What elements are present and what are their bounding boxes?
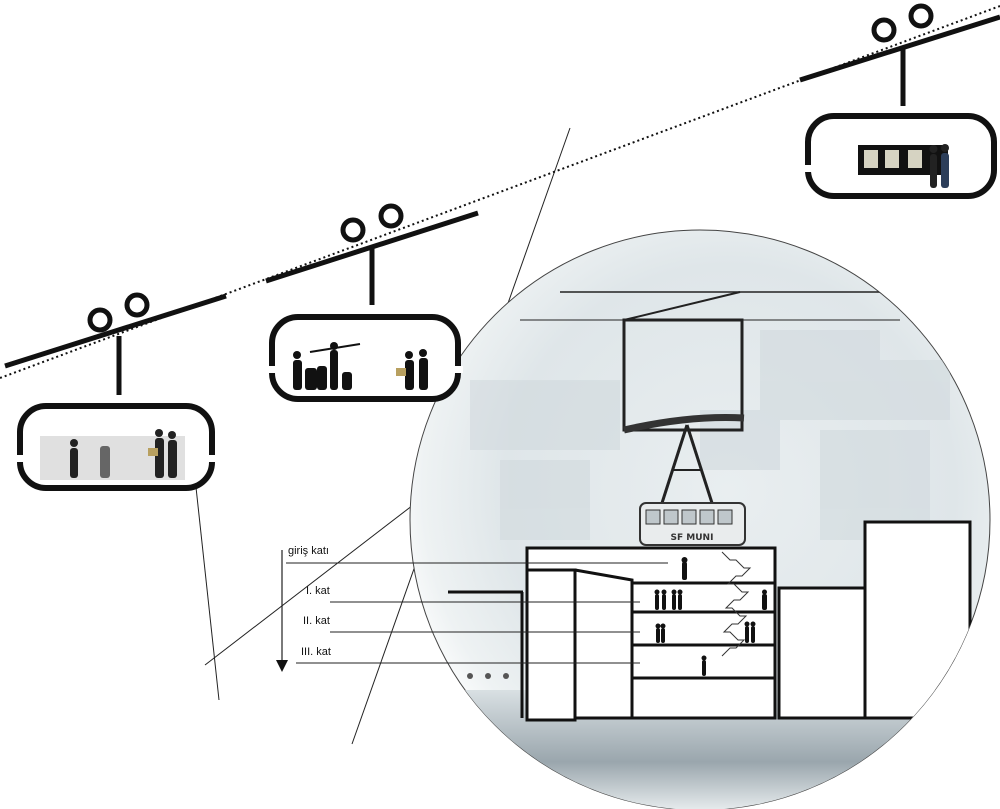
passenger-silhouettes <box>929 144 949 188</box>
cable-segment <box>799 14 1000 83</box>
gallery-frames <box>858 145 948 175</box>
construction-line <box>194 477 220 701</box>
wheel-icon <box>87 307 113 333</box>
building-section <box>448 520 972 722</box>
wheel-icon <box>871 17 897 43</box>
gondola-2 <box>268 203 463 402</box>
wheel-icon <box>378 203 404 229</box>
cabin-sign: SF MUNI <box>671 533 714 543</box>
left-tower <box>525 568 577 722</box>
floor-label-3: III. kat <box>301 646 331 658</box>
people-silhouettes <box>654 557 767 676</box>
magnified-section-bubble: SF MUNI <box>409 229 991 809</box>
floor-slabs <box>632 581 775 680</box>
right-building <box>777 586 867 720</box>
wheel-icon <box>908 3 934 29</box>
staircase <box>721 551 752 657</box>
floor-level-lines <box>281 550 668 664</box>
cable-segment <box>4 293 227 369</box>
floor-label-giris: giriş katı <box>288 545 329 557</box>
floor-label-2: II. kat <box>303 615 330 627</box>
tall-building <box>863 520 972 720</box>
level-arrow-head <box>276 660 288 672</box>
gondola-3 <box>804 3 997 199</box>
passenger-silhouettes <box>293 342 428 390</box>
passenger-silhouettes <box>70 429 177 478</box>
hanger-leg <box>660 424 689 504</box>
gondola-1 <box>16 292 217 491</box>
overhead-structure <box>520 291 960 432</box>
wheel-icon <box>124 292 150 318</box>
floor-label-1: I. kat <box>306 585 330 597</box>
roof-cable-car: SF MUNI <box>623 414 746 546</box>
hanger-arm <box>623 414 745 434</box>
hanger-leg <box>685 424 714 504</box>
construction-line <box>204 491 431 666</box>
wheel-icon <box>340 217 366 243</box>
